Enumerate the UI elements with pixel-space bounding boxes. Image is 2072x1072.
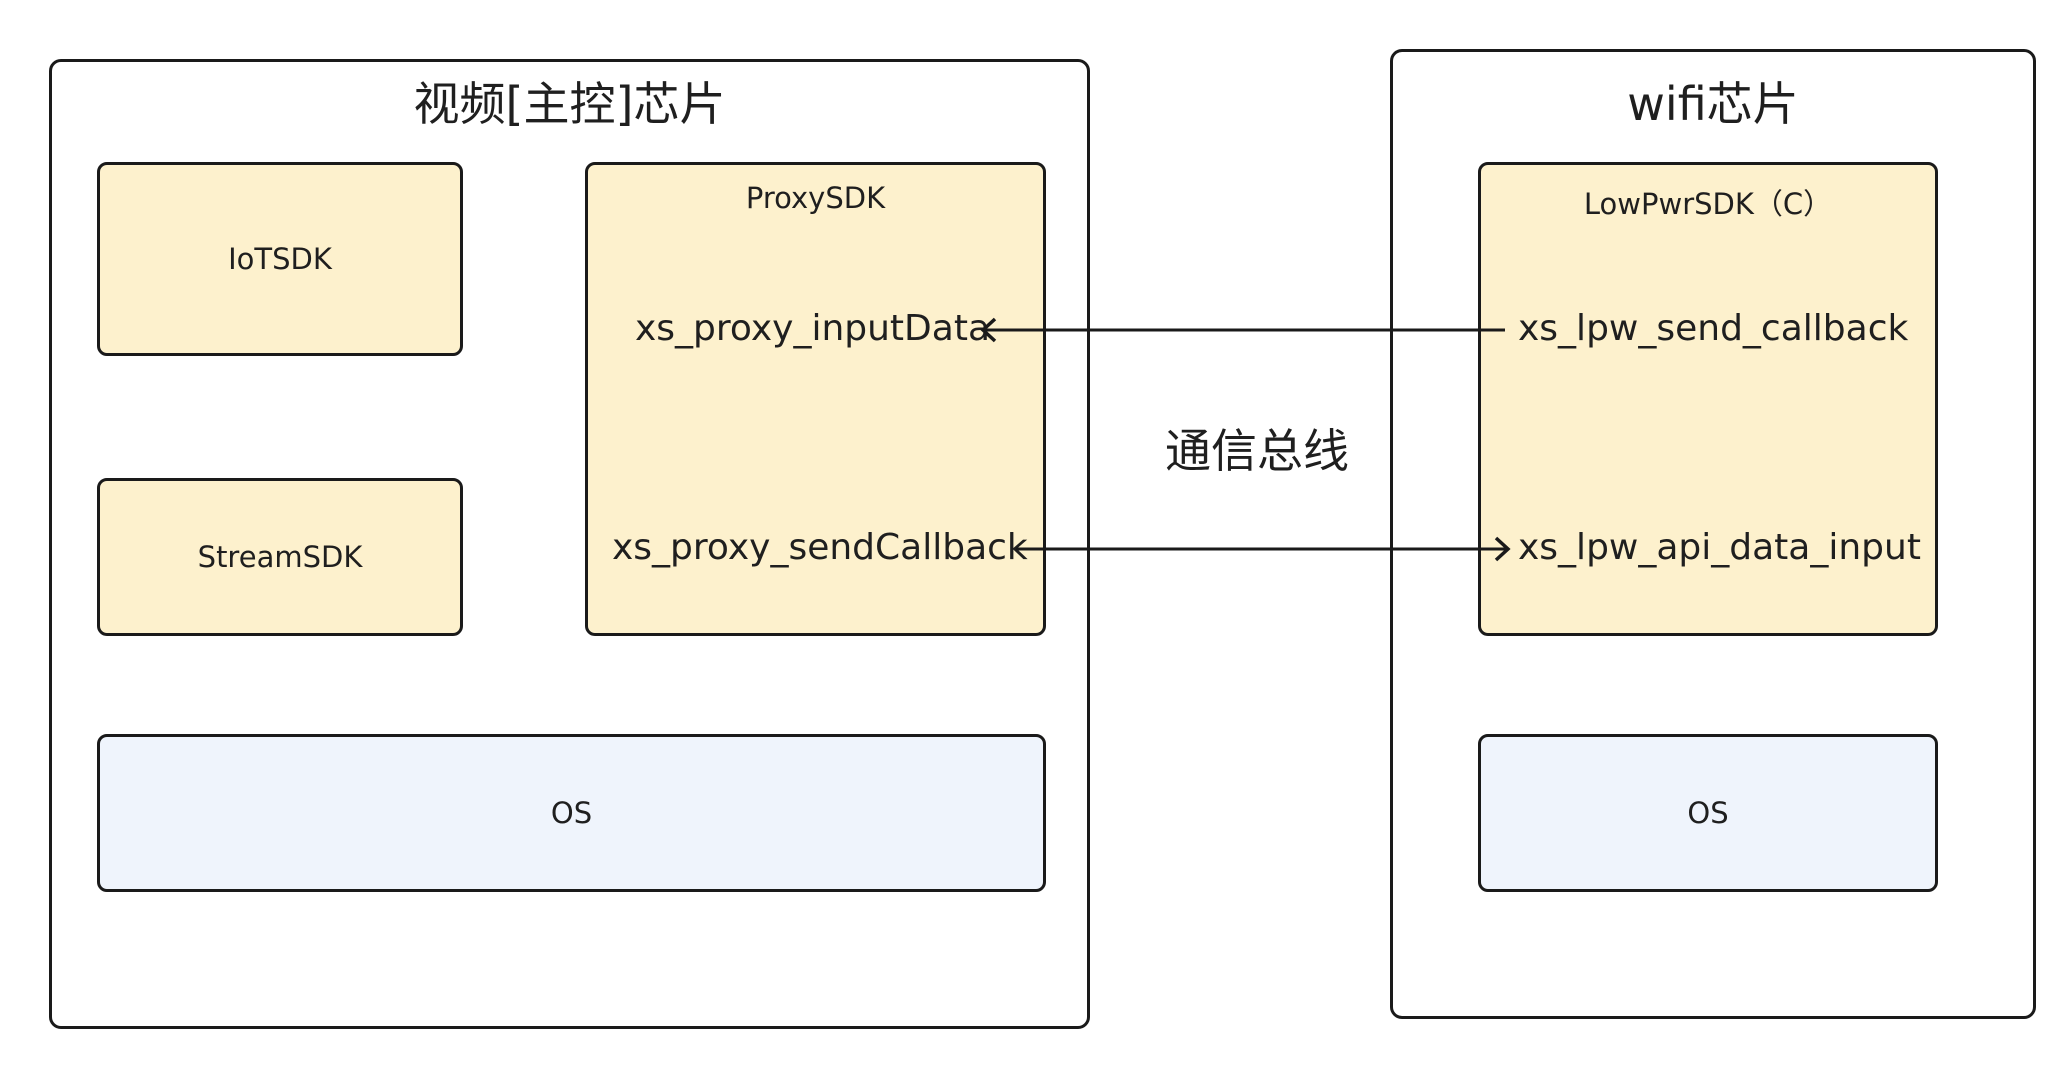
lpw-callback-fn: xs_lpw_send_callback bbox=[1518, 308, 1909, 349]
video-os-label: OS bbox=[550, 796, 593, 830]
streamsdk-box: StreamSDK bbox=[97, 478, 463, 636]
bus-label: 通信总线 bbox=[1165, 424, 1349, 478]
lowpwrsdk-title: LowPwrSDK（C） bbox=[1583, 187, 1833, 221]
proxy-send-fn: xs_proxy_sendCallback bbox=[612, 527, 1028, 568]
arrowhead-proxy-input bbox=[980, 317, 997, 343]
streamsdk-label: StreamSDK bbox=[197, 540, 363, 574]
iotsdk-box: IoTSDK bbox=[97, 162, 463, 356]
wifi-os-label: OS bbox=[1687, 796, 1729, 830]
lowpwrsdk-box: LowPwrSDK（C） bbox=[1478, 162, 1938, 636]
proxy-input-fn: xs_proxy_inputData bbox=[635, 308, 991, 349]
iotsdk-label: IoTSDK bbox=[228, 242, 332, 276]
lpw-input-fn: xs_lpw_api_data_input bbox=[1518, 527, 1921, 568]
wifi-os-box: OS bbox=[1478, 734, 1938, 892]
wifi-chip-title: wifi芯片 bbox=[1627, 77, 1799, 131]
arrowhead-lpw-input bbox=[1494, 536, 1511, 562]
video-os-box: OS bbox=[97, 734, 1046, 892]
proxysdk-box: ProxySDK bbox=[585, 162, 1046, 636]
video-chip-title: 视频[主控]芯片 bbox=[413, 77, 726, 131]
proxysdk-title: ProxySDK bbox=[745, 181, 886, 215]
